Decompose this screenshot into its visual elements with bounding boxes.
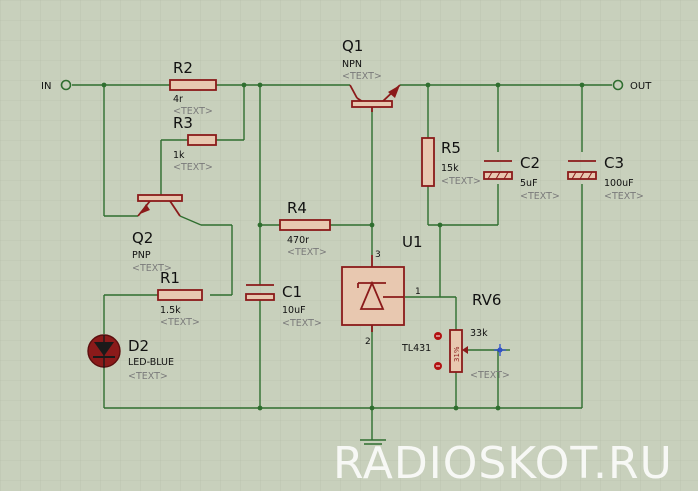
u1-value: TL431 (401, 343, 431, 354)
capacitor-c2[interactable] (483, 160, 513, 180)
resistor-r5[interactable] (421, 137, 435, 187)
q2-ref: Q2 (132, 229, 153, 247)
c2-value: 5uF (520, 178, 538, 189)
junction-dots (101, 82, 585, 411)
c3-value: 100uF (604, 178, 634, 189)
transistor-q2[interactable] (137, 194, 183, 217)
r4-value: 470r (287, 235, 309, 246)
port-out-label: OUT (630, 81, 652, 92)
u1-pin3: 3 (375, 250, 381, 260)
c1-text: <TEXT> (282, 318, 322, 329)
capacitor-c1[interactable] (245, 284, 275, 301)
q2-text: <TEXT> (132, 263, 172, 274)
r2-ref: R2 (173, 59, 193, 77)
r5-ref: R5 (441, 139, 461, 157)
resistor-r1[interactable] (157, 289, 203, 301)
rv6-text: <TEXT> (470, 370, 510, 381)
r4-ref: R4 (287, 199, 307, 217)
u1-pin2: 2 (365, 337, 371, 347)
c1-ref: C1 (282, 283, 302, 301)
wires (72, 84, 612, 445)
d2-text: <TEXT> (128, 371, 168, 382)
c2-ref: C2 (520, 154, 540, 172)
r1-value: 1.5k (160, 305, 181, 316)
c3-ref: C3 (604, 154, 624, 172)
r5-value: 15k (441, 163, 459, 174)
rv6-value: 33k (470, 328, 488, 339)
regulator-u1[interactable] (341, 255, 405, 332)
r5-text: <TEXT> (441, 176, 481, 187)
r2-value: 4r (173, 94, 183, 105)
probe-crosshair-icon[interactable] (494, 344, 506, 356)
capacitor-c3[interactable] (567, 160, 597, 180)
resistor-r3[interactable] (187, 134, 217, 146)
r3-text: <TEXT> (173, 162, 213, 173)
q1-text: <TEXT> (342, 71, 382, 82)
q1-value: NPN (342, 59, 362, 70)
r1-ref: R1 (160, 269, 180, 287)
rv6-wiper-percent: 31% (453, 346, 461, 362)
led-d2[interactable] (87, 334, 121, 368)
q2-value: PNP (132, 250, 151, 261)
u1-ref: U1 (402, 233, 423, 251)
q1-ref: Q1 (342, 37, 363, 55)
u1-pin1: 1 (415, 287, 421, 297)
r3-value: 1k (173, 150, 185, 161)
resistor-r2[interactable] (169, 79, 217, 91)
d2-value: LED-BLUE (128, 357, 174, 368)
rv6-ref: RV6 (472, 291, 501, 309)
d2-ref: D2 (128, 337, 149, 355)
potentiometer-rv6[interactable]: 31% (434, 329, 468, 373)
c3-text: <TEXT> (604, 191, 644, 202)
r1-text: <TEXT> (160, 317, 200, 328)
watermark: RADIOSKOT.RU (333, 438, 673, 489)
transistor-q1[interactable] (349, 84, 401, 112)
port-in-label: IN (41, 81, 51, 92)
c1-value: 10uF (282, 305, 306, 316)
c2-text: <TEXT> (520, 191, 560, 202)
port-out[interactable]: OUT (612, 79, 653, 93)
r4-text: <TEXT> (287, 247, 327, 258)
r2-text: <TEXT> (173, 106, 213, 117)
r3-ref: R3 (173, 114, 193, 132)
resistor-r4[interactable] (279, 219, 331, 231)
port-in[interactable]: IN (41, 79, 72, 93)
